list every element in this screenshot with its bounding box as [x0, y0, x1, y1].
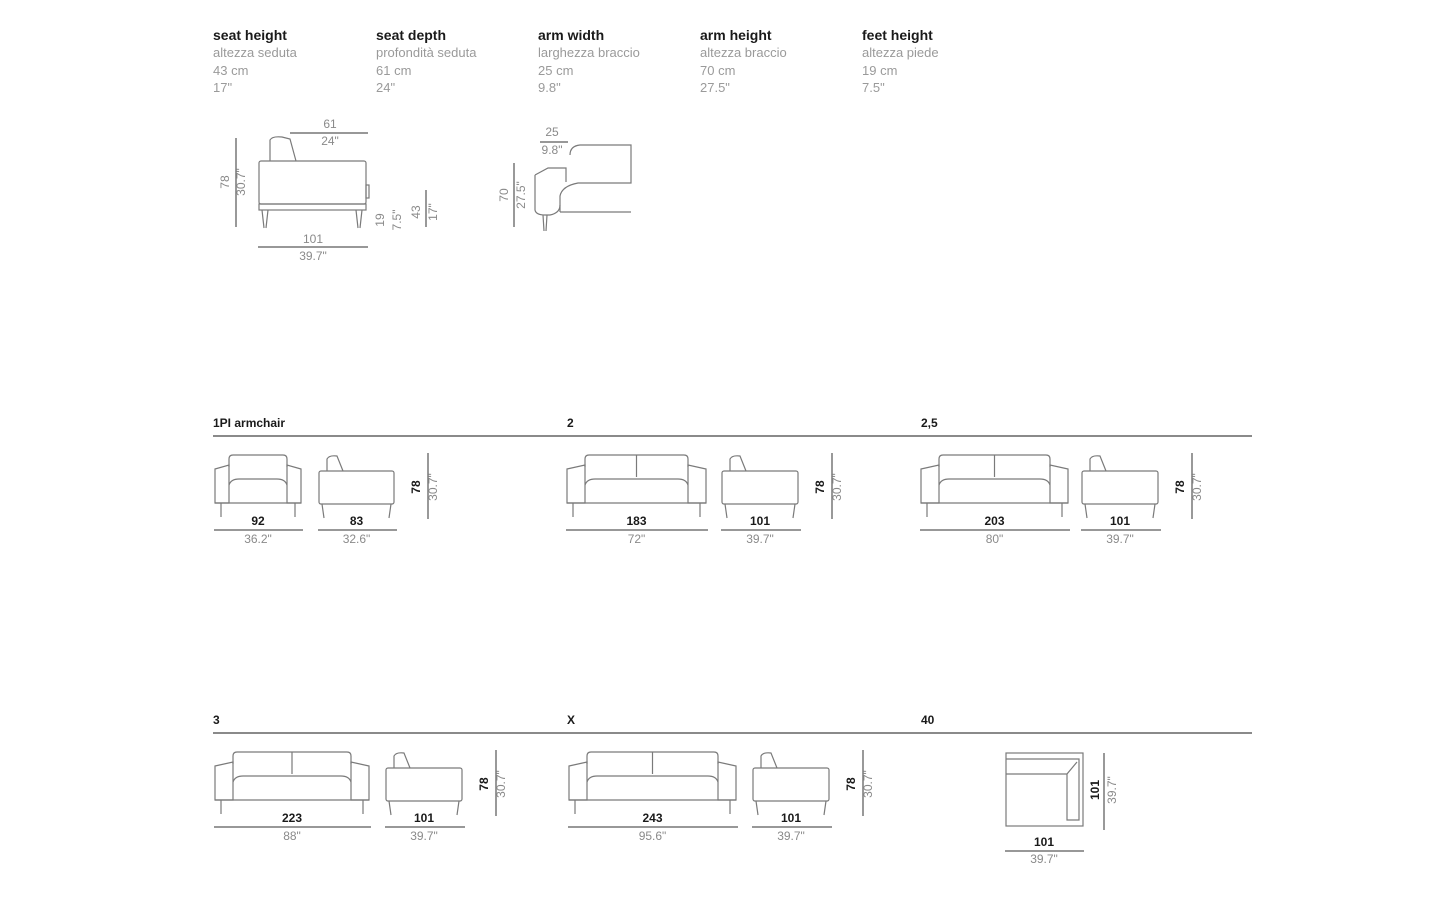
- spec-arm-width: arm width larghezza braccio 25 cm 9.8": [538, 27, 698, 97]
- side-view: [1081, 455, 1159, 519]
- dim-seat-h: 43: [409, 205, 423, 219]
- height-in-label: 30.7": [830, 473, 844, 501]
- spec-cm: 43 cm: [213, 62, 249, 78]
- side-depth-label: 83: [349, 514, 364, 528]
- front-view: [214, 751, 370, 814]
- spec-subtitle: altezza piede: [862, 45, 939, 60]
- side-depth-in-label: 39.7": [777, 829, 805, 843]
- front-view: [568, 751, 737, 814]
- height-in-label: 30.7": [426, 473, 440, 501]
- spec-inch: 17": [213, 80, 233, 95]
- height-label: 78: [813, 480, 827, 494]
- spec-arm-height: arm height altezza braccio 70 cm 27.5": [700, 27, 860, 97]
- dim-arm-h: 70: [497, 188, 511, 202]
- spec-title: seat height: [213, 27, 287, 43]
- spec-cm: 70 cm: [700, 62, 736, 78]
- side-depth-in-label: 32.6": [342, 532, 371, 546]
- dim-seat-depth-in: 24": [321, 134, 339, 148]
- spec-subtitle: larghezza braccio: [538, 45, 640, 60]
- section-3-drawing: [214, 750, 497, 828]
- height-in-label: 30.7": [861, 770, 875, 798]
- side-view: [721, 455, 799, 519]
- section-title: 40: [921, 713, 935, 727]
- corner-40-view: [1005, 752, 1105, 852]
- section-title: 1PI armchair: [213, 416, 286, 430]
- spec-cm: 61 cm: [376, 62, 412, 78]
- dim-feet-in: 7.5": [390, 209, 404, 231]
- spec-seat-height: seat height altezza seduta 43 cm 17": [213, 27, 373, 97]
- spec-subtitle: altezza braccio: [700, 45, 787, 60]
- section-title: 2: [567, 416, 574, 430]
- height-in-label: 30.7": [1190, 473, 1204, 501]
- side-view: [318, 455, 395, 519]
- front-width-label: 223: [281, 811, 303, 825]
- side-depth-in-label: 39.7": [410, 829, 438, 843]
- side-view: [385, 752, 463, 816]
- side-depth-in-label: 39.7": [1106, 532, 1134, 546]
- spec-seat-depth: seat depth profondità seduta 61 cm 24": [376, 27, 536, 97]
- front-width-in-label: 36.2": [244, 532, 272, 546]
- dim-height-in: 30.7": [234, 168, 248, 196]
- section-0-drawing: [214, 453, 429, 531]
- front-view: [920, 454, 1069, 517]
- dim-depth-in: 39.7": [299, 249, 327, 263]
- section-1-drawing: [566, 453, 833, 531]
- section-4-drawing: [568, 750, 864, 828]
- section-2-drawing: [920, 453, 1193, 531]
- side-depth-label: 101: [1109, 514, 1131, 528]
- dim-depth: 101: [1088, 779, 1102, 801]
- spec-subtitle: profondità seduta: [376, 45, 477, 60]
- front-width-label: 203: [984, 514, 1005, 528]
- dim-arm-w-in: 9.8": [541, 143, 563, 157]
- section-title: 2,5: [921, 416, 938, 430]
- dim-arm-h-in: 27.5": [514, 181, 528, 209]
- spec-title: seat depth: [376, 27, 447, 43]
- spec-title: feet height: [862, 27, 933, 43]
- front-view: [214, 454, 302, 517]
- front-width-label: 92: [251, 514, 265, 528]
- detail-side-view: [235, 132, 427, 248]
- front-width-label: 243: [642, 811, 663, 825]
- front-width-in-label: 72": [627, 532, 646, 546]
- spec-title: arm height: [700, 27, 772, 43]
- spec-feet-height: feet height altezza piede 19 cm 7.5": [862, 27, 1022, 97]
- height-label: 78: [477, 777, 491, 791]
- detail-arm-view: [513, 141, 632, 232]
- height-label: 78: [409, 480, 423, 494]
- spec-inch: 9.8": [538, 80, 561, 95]
- dim-width: 101: [1033, 835, 1055, 849]
- dim-arm-w: 25: [545, 125, 559, 139]
- side-depth-label: 101: [413, 811, 435, 825]
- dim-feet: 19: [373, 213, 387, 227]
- front-width-label: 183: [626, 514, 647, 528]
- height-in-label: 30.7": [494, 770, 508, 798]
- spec-title: arm width: [538, 27, 605, 43]
- spec-cm: 25 cm: [538, 62, 574, 78]
- spec-cm: 19 cm: [862, 62, 898, 78]
- dim-depth-in: 39.7": [1105, 776, 1119, 804]
- side-depth-label: 101: [780, 811, 802, 825]
- front-view: [566, 454, 707, 517]
- dim-seat-h-in: 17": [426, 203, 440, 221]
- side-depth-label: 101: [749, 514, 771, 528]
- dim-seat-depth: 61: [323, 117, 337, 131]
- section-title: 3: [213, 713, 220, 727]
- front-width-in-label: 80": [985, 532, 1004, 546]
- front-width-in-label: 95.6": [638, 829, 667, 843]
- spec-inch: 27.5": [700, 80, 730, 95]
- spec-subtitle: altezza seduta: [213, 45, 297, 60]
- section-title: X: [567, 713, 576, 727]
- side-view: [752, 752, 830, 816]
- spec-inch: 24": [376, 80, 396, 95]
- height-label: 78: [844, 777, 858, 791]
- height-label: 78: [1173, 480, 1187, 494]
- spec-inch: 7.5": [862, 80, 885, 95]
- dim-width-in: 39.7": [1030, 852, 1058, 866]
- side-depth-in-label: 39.7": [746, 532, 774, 546]
- dim-depth: 101: [302, 232, 324, 246]
- front-width-in-label: 88": [283, 829, 301, 843]
- dim-height: 78: [218, 175, 232, 189]
